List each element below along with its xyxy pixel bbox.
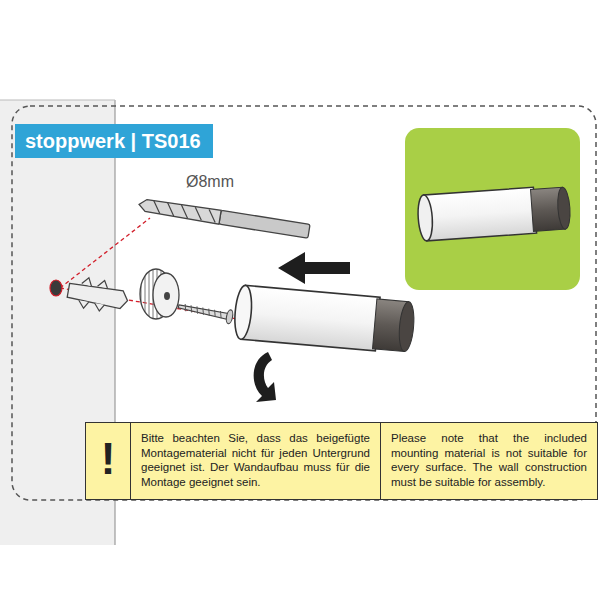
drill-hole bbox=[50, 280, 62, 296]
brand-title: stoppwerk | TS016 bbox=[25, 130, 201, 153]
threaded-disc bbox=[140, 269, 179, 319]
door-stopper bbox=[233, 285, 416, 354]
warning-band bbox=[85, 422, 598, 500]
brand-tab: stoppwerk | TS016 bbox=[15, 124, 213, 158]
push-arrow bbox=[278, 252, 350, 284]
screw bbox=[177, 300, 234, 324]
guide-line bbox=[60, 218, 150, 288]
warning-text: Please note that the included mounting m… bbox=[391, 431, 587, 489]
warning-text-en: Please note that the included mounting m… bbox=[380, 422, 598, 500]
warning-text: Bitte beachten Sie, dass das beigefügte … bbox=[141, 431, 370, 489]
drill-bit bbox=[138, 197, 310, 238]
rotate-arrow bbox=[254, 352, 276, 402]
wall-top bbox=[0, 100, 115, 101]
exclamation-mark: ! bbox=[90, 437, 126, 481]
warning-text-de: Bitte beachten Sie, dass das beigefügte … bbox=[130, 422, 381, 500]
wall-plug bbox=[66, 275, 130, 316]
dimension-label: Ø8mm bbox=[186, 173, 234, 191]
result-panel bbox=[405, 128, 580, 290]
mounted-stopper bbox=[417, 185, 572, 241]
warning-symbol: ! bbox=[85, 422, 131, 500]
dashed-frame bbox=[12, 106, 596, 500]
